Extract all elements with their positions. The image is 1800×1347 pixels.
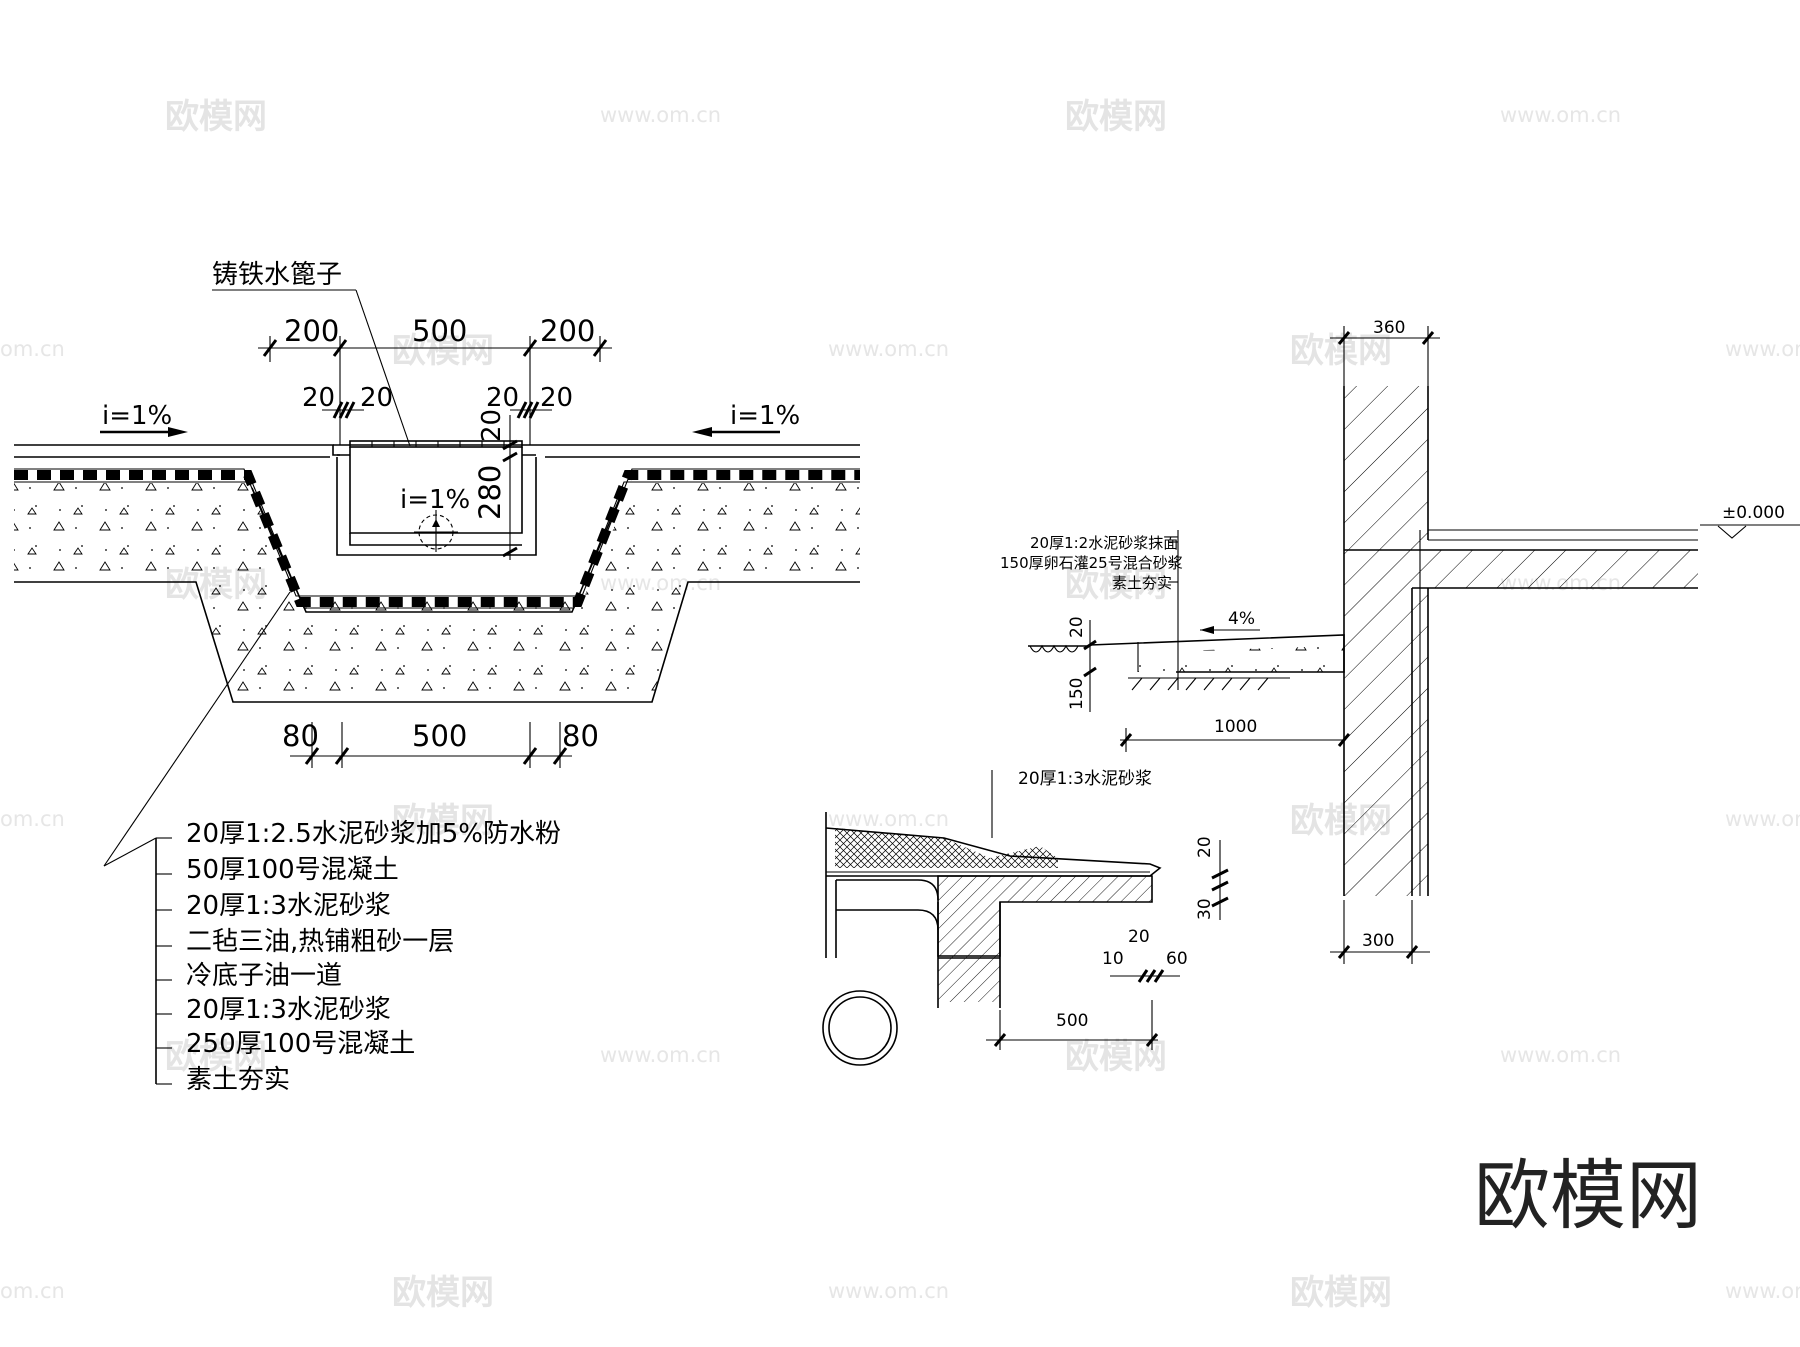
watermark-url: om.cn <box>0 807 65 831</box>
dim-wall-bottom: 300 <box>1362 931 1394 951</box>
layer-5: 冷底子油一道 <box>186 961 342 991</box>
layer-1: 20厚1:2.5水泥砂浆加5%防水粉 <box>186 819 561 849</box>
watermark-brand: 欧模网 <box>1065 97 1167 137</box>
apron-layer-1: 20厚1:2水泥砂浆抹面 <box>1030 534 1178 552</box>
floor-slab <box>1428 550 1698 588</box>
watermark-url: www.om.cn <box>1725 807 1800 831</box>
dims-top: 200 500 200 20 20 20 20 20 280 <box>258 314 612 560</box>
layer-8: 素土夯实 <box>186 1065 290 1095</box>
wall <box>1344 386 1428 896</box>
apron-slope: 4% <box>1228 609 1255 629</box>
layer-3: 20厚1:3水泥砂浆 <box>186 891 391 921</box>
grate-leader: 铸铁水篦子 <box>212 260 411 447</box>
trench-layer-callout: 20厚1:2.5水泥砂浆加5%防水粉 50厚100号混凝土 20厚1:3水泥砂浆… <box>103 591 561 1095</box>
dim-top-left: 200 <box>284 314 339 348</box>
eave-label: 20厚1:3水泥砂浆 <box>1018 769 1152 789</box>
watermark-url: www.om.cn <box>1725 1279 1800 1303</box>
eave-dim-60: 60 <box>1166 949 1188 969</box>
apron-section: 4% 20厚1:2水泥砂浆抹面 150厚卵石灌25号混合砂浆 素土夯实 20 1… <box>1000 530 1351 752</box>
slope-left-label: i=1% <box>102 401 172 431</box>
dim-mid-2: 20 <box>360 383 393 413</box>
watermark-brand: 欧模网 <box>1065 565 1167 605</box>
dim-bottom-right: 80 <box>562 719 599 753</box>
grate-label: 铸铁水篦子 <box>212 260 342 290</box>
watermark-brand: 欧模网 <box>392 801 494 841</box>
dim-v-20: 20 <box>477 409 507 442</box>
eave-slab <box>938 876 1152 902</box>
wall-section: ±0.000 360 300 <box>1330 318 1800 964</box>
layer-2: 50厚100号混凝土 <box>186 855 399 885</box>
watermark-url: www.om.cn <box>828 807 949 831</box>
dim-mid-1: 20 <box>302 383 335 413</box>
watermark-url: www.om.cn <box>600 1043 721 1067</box>
dims-bottom: 80 500 80 <box>282 719 599 768</box>
inner-slope-label: i=1% <box>400 485 470 515</box>
trench-section <box>14 440 860 703</box>
slope-right-label: i=1% <box>730 401 800 431</box>
dim-mid-4: 20 <box>540 383 573 413</box>
dim-top-mid: 500 <box>412 314 467 348</box>
watermark-url: www.om.cn <box>828 337 949 361</box>
dim-bottom-left: 80 <box>282 719 319 753</box>
eave-dim-20b: 20 <box>1128 927 1150 947</box>
layer-7: 250厚100号混凝土 <box>186 1029 415 1059</box>
level-mark: ±0.000 <box>1722 503 1785 523</box>
watermark-url: www.om.cn <box>1725 337 1800 361</box>
watermark-url: www.om.cn <box>828 1279 949 1303</box>
eave-dim-30: 30 <box>1195 898 1215 920</box>
dim-top-right: 200 <box>540 314 595 348</box>
dim-wall-top: 360 <box>1373 318 1405 338</box>
dim-mid-3: 20 <box>486 383 519 413</box>
layer-4: 二毡三油,热铺粗砂一层 <box>186 927 454 957</box>
watermark-brand: 欧模网 <box>165 1037 267 1077</box>
eave-section: 20厚1:3水泥砂浆 20 30 20 10 60 500 <box>822 769 1229 1066</box>
eave-dim-500: 500 <box>1056 1011 1088 1031</box>
apron-dim-1000: 1000 <box>1214 717 1257 737</box>
brand-logo: 欧模网 <box>1474 1151 1702 1240</box>
apron-dim-20: 20 <box>1067 616 1087 638</box>
watermark-brand: 欧模网 <box>165 97 267 137</box>
watermark-url: om.cn <box>0 337 65 361</box>
eave-dim-20: 20 <box>1195 836 1215 858</box>
apron-dim-150: 150 <box>1067 678 1087 710</box>
apron-layer-2: 150厚卵石灌25号混合砂浆 <box>1000 554 1183 572</box>
dim-bottom-mid: 500 <box>412 719 467 753</box>
slope-arrows: i=1% i=1% i=1% <box>100 401 800 515</box>
watermark-brand: 欧模网 <box>392 331 494 371</box>
watermark-brand: 欧模网 <box>1290 1273 1392 1313</box>
watermark-url: www.om.cn <box>600 103 721 127</box>
layer-6: 20厚1:3水泥砂浆 <box>186 995 391 1025</box>
watermark-url: www.om.cn <box>1500 103 1621 127</box>
watermark-brand: 欧模网 <box>392 1273 494 1313</box>
apron-layer-3: 素土夯实 <box>1112 574 1172 592</box>
trench-concrete <box>14 483 860 702</box>
dim-v-280: 280 <box>473 465 507 520</box>
eave-dim-10: 10 <box>1102 949 1124 969</box>
watermark-url: www.om.cn <box>1500 1043 1621 1067</box>
watermark-url: om.cn <box>0 1279 65 1303</box>
